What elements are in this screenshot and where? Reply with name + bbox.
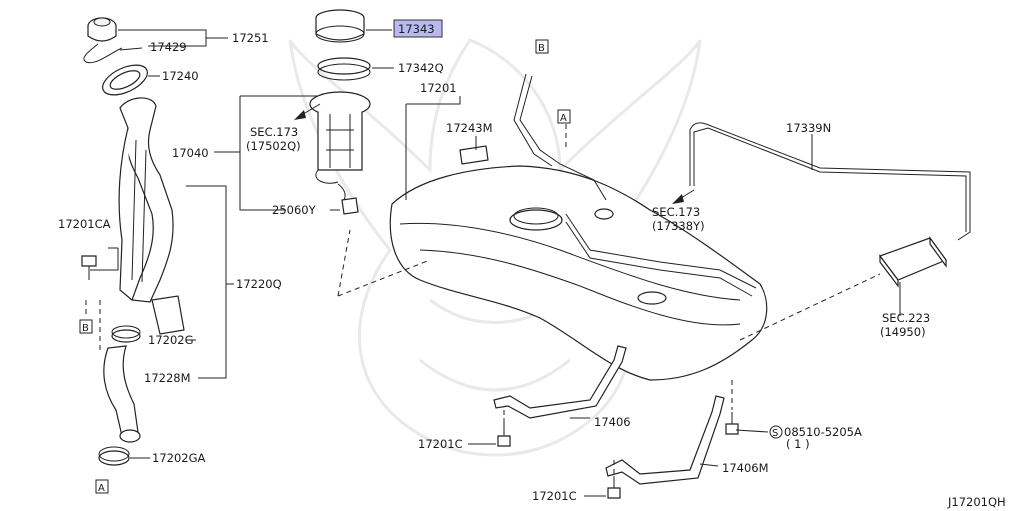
label-17201: 17201 (420, 81, 457, 95)
evap-canister[interactable] (879, 236, 947, 288)
ref-marker-letter: B (82, 323, 89, 334)
mount-bolt[interactable] (725, 412, 739, 435)
label-17406m: 17406M (722, 461, 769, 475)
ref-marker-letter: A (98, 483, 105, 494)
label-17251: 17251 (232, 31, 269, 45)
tank-label-plate[interactable] (459, 145, 489, 165)
filler-cap[interactable] (87, 17, 117, 42)
filler-hose[interactable] (103, 345, 141, 443)
fuel-level-sensor[interactable] (337, 183, 359, 215)
bolt-ref-symbol: S (769, 425, 783, 439)
label-17240: 17240 (162, 69, 199, 83)
label-sec173-evap: SEC.173 (652, 205, 700, 219)
label-17342q: 17342Q (398, 61, 444, 75)
label-17201ca: 17201CA (58, 217, 111, 231)
fuel-pump-module[interactable] (309, 91, 371, 184)
bolt-symbol-letter: S (772, 428, 778, 439)
label-17201c-rear: 17201C (532, 489, 577, 503)
highlight-box-17343 (393, 19, 443, 38)
label-17243m: 17243M (446, 121, 493, 135)
arrow-icon (672, 189, 695, 204)
cap-tether[interactable] (83, 43, 123, 64)
diagram-id: J17201QH (947, 495, 1006, 509)
hose-clamp-upper[interactable] (111, 325, 141, 343)
tank-strap[interactable] (493, 345, 627, 419)
label-bolt-qty: ( 1 ) (786, 437, 810, 451)
ref-marker-letter: B (538, 43, 545, 54)
tank-tubes[interactable] (513, 73, 757, 297)
label-17406: 17406 (594, 415, 631, 429)
hose-clamp-lower[interactable] (98, 446, 130, 466)
pump-seal[interactable] (317, 57, 371, 81)
lock-ring[interactable] (315, 9, 365, 43)
label-17202g: 17202G (148, 333, 194, 347)
label-sec173-pump: SEC.173 (250, 125, 298, 139)
dashed-guides (85, 124, 881, 486)
ref-marker-b-left: B (79, 319, 93, 334)
filler-tube[interactable] (118, 97, 185, 335)
ref-marker-b-top: B (535, 39, 549, 54)
label-17343[interactable]: 17343 (398, 22, 435, 36)
label-sec223: SEC.223 (882, 311, 930, 325)
filler-seal-ring[interactable] (98, 59, 152, 101)
label-17339n: 17339N (786, 121, 831, 135)
tube-bolt[interactable] (81, 255, 97, 280)
fuel-tank[interactable] (389, 165, 768, 381)
label-17429: 17429 (150, 40, 187, 54)
strap-bolt-rear[interactable] (607, 476, 621, 499)
ref-marker-a-top: A (557, 109, 571, 124)
label-17202ga: 17202GA (152, 451, 205, 465)
tank-strap-rear[interactable] (605, 395, 725, 485)
label-sec173-pump-ref: (17502Q) (246, 139, 301, 153)
ref-marker-letter: A (560, 113, 567, 124)
arrow-icon (294, 103, 321, 120)
label-25060y: 25060Y (272, 203, 317, 217)
label-17201c-front: 17201C (418, 437, 463, 451)
label-17220q: 17220Q (236, 277, 282, 291)
label-17040: 17040 (172, 146, 209, 160)
label-sec223-ref: (14950) (880, 325, 926, 339)
ref-marker-a-bottom: A (95, 479, 109, 494)
leader-lines (90, 29, 901, 497)
label-17228m: 17228M (144, 371, 191, 385)
label-sec173-evap-ref: (17338Y) (652, 219, 705, 233)
evap-line[interactable] (689, 122, 971, 241)
label-bolt-ref: 08510-5205A (784, 425, 862, 439)
